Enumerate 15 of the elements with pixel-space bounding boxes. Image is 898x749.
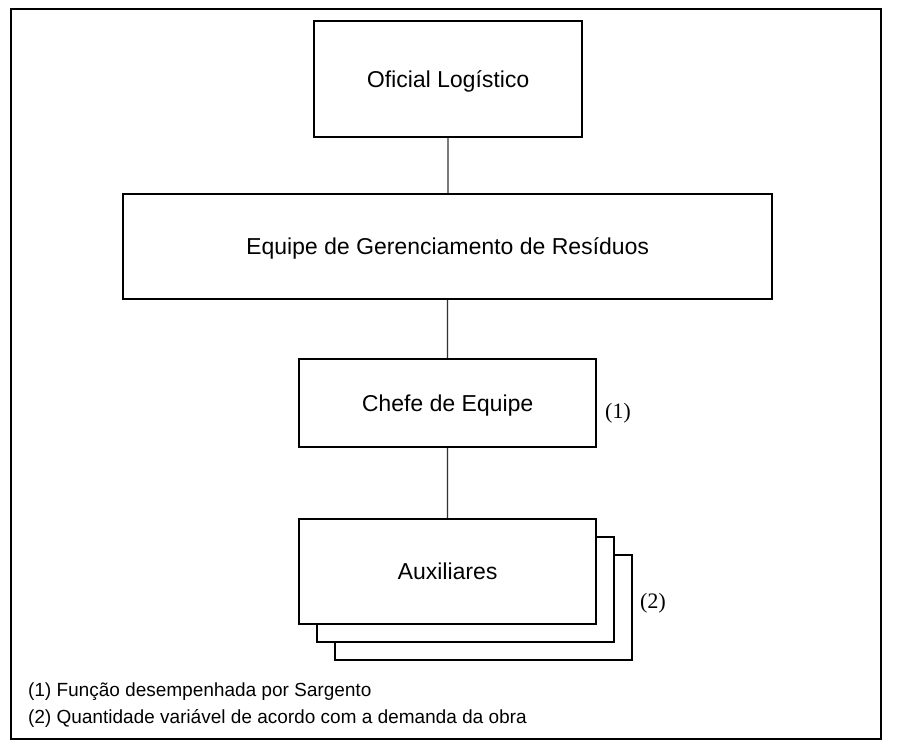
node-label: Chefe de Equipe <box>362 390 534 416</box>
stacked-box <box>298 518 633 661</box>
footnote: (1) Função desempenhada por Sargento <box>28 680 372 702</box>
node-label: Oficial Logístico <box>366 66 530 92</box>
node-label: Equipe de Gerenciamento de Resíduos <box>246 233 649 260</box>
connector-line <box>447 138 449 193</box>
connector-line <box>446 300 448 358</box>
org-box <box>122 193 773 300</box>
footnote-mark: (2) <box>640 588 666 614</box>
org-box <box>298 358 597 448</box>
footnote: (2) Quantidade variável de acordo com a demanda da obra <box>28 707 527 729</box>
node-label: Auxiliares <box>398 558 498 585</box>
connector-line <box>446 448 448 518</box>
footnote-mark: (1) <box>605 398 631 424</box>
org-box <box>313 20 583 138</box>
